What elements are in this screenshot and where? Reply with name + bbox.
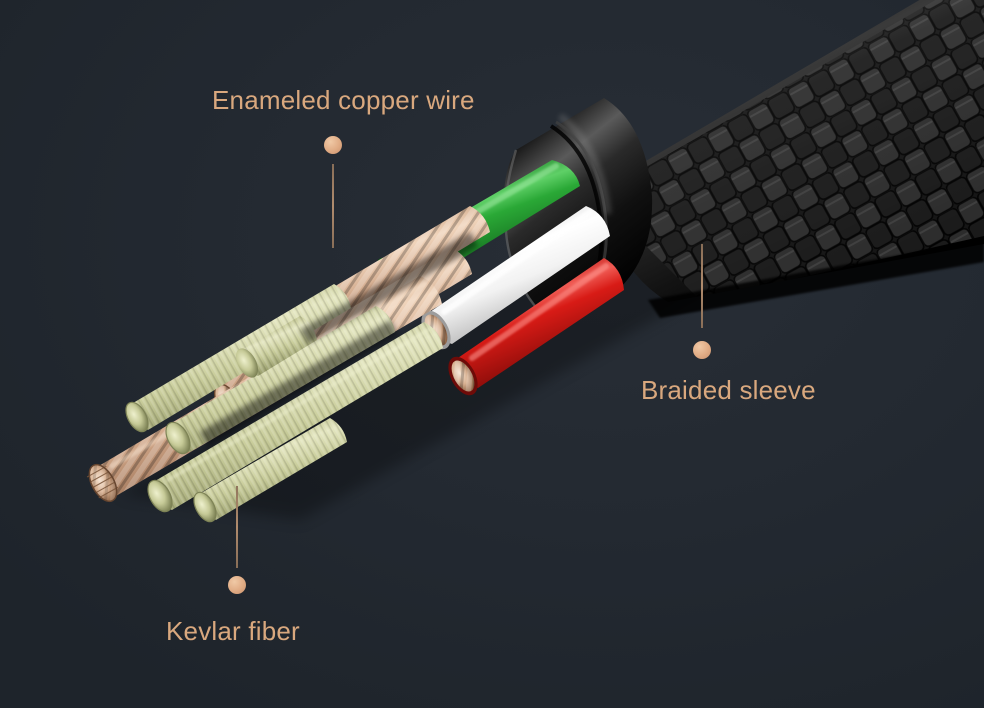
- leader-line-braided-sleeve: [701, 244, 703, 328]
- callout-dot-braided-sleeve[interactable]: [693, 341, 711, 359]
- kevlar-fiber-e: [235, 316, 317, 378]
- callout-label-braided-sleeve: Braided sleeve: [641, 375, 816, 405]
- leader-line-kevlar-fiber: [236, 486, 238, 568]
- kevlar-fiber-b: [165, 306, 395, 455]
- copper-strand-tip: [86, 463, 119, 503]
- callout-label-kevlar-fiber: Kevlar fiber: [166, 616, 300, 646]
- braided-sleeve-part: [600, 0, 984, 318]
- callout-dot-enameled-copper-wire[interactable]: [324, 136, 342, 154]
- leader-line-enameled-copper-wire: [332, 164, 334, 248]
- contact-shadows: [200, 232, 478, 446]
- callout-label-enameled-copper-wire: Enameled copper wire: [212, 85, 475, 115]
- kevlar-fiber-c: [147, 322, 443, 513]
- kevlar-fiber-d: [193, 418, 347, 523]
- callout-dot-kevlar-fiber[interactable]: [228, 576, 246, 594]
- wire-red: [448, 258, 624, 396]
